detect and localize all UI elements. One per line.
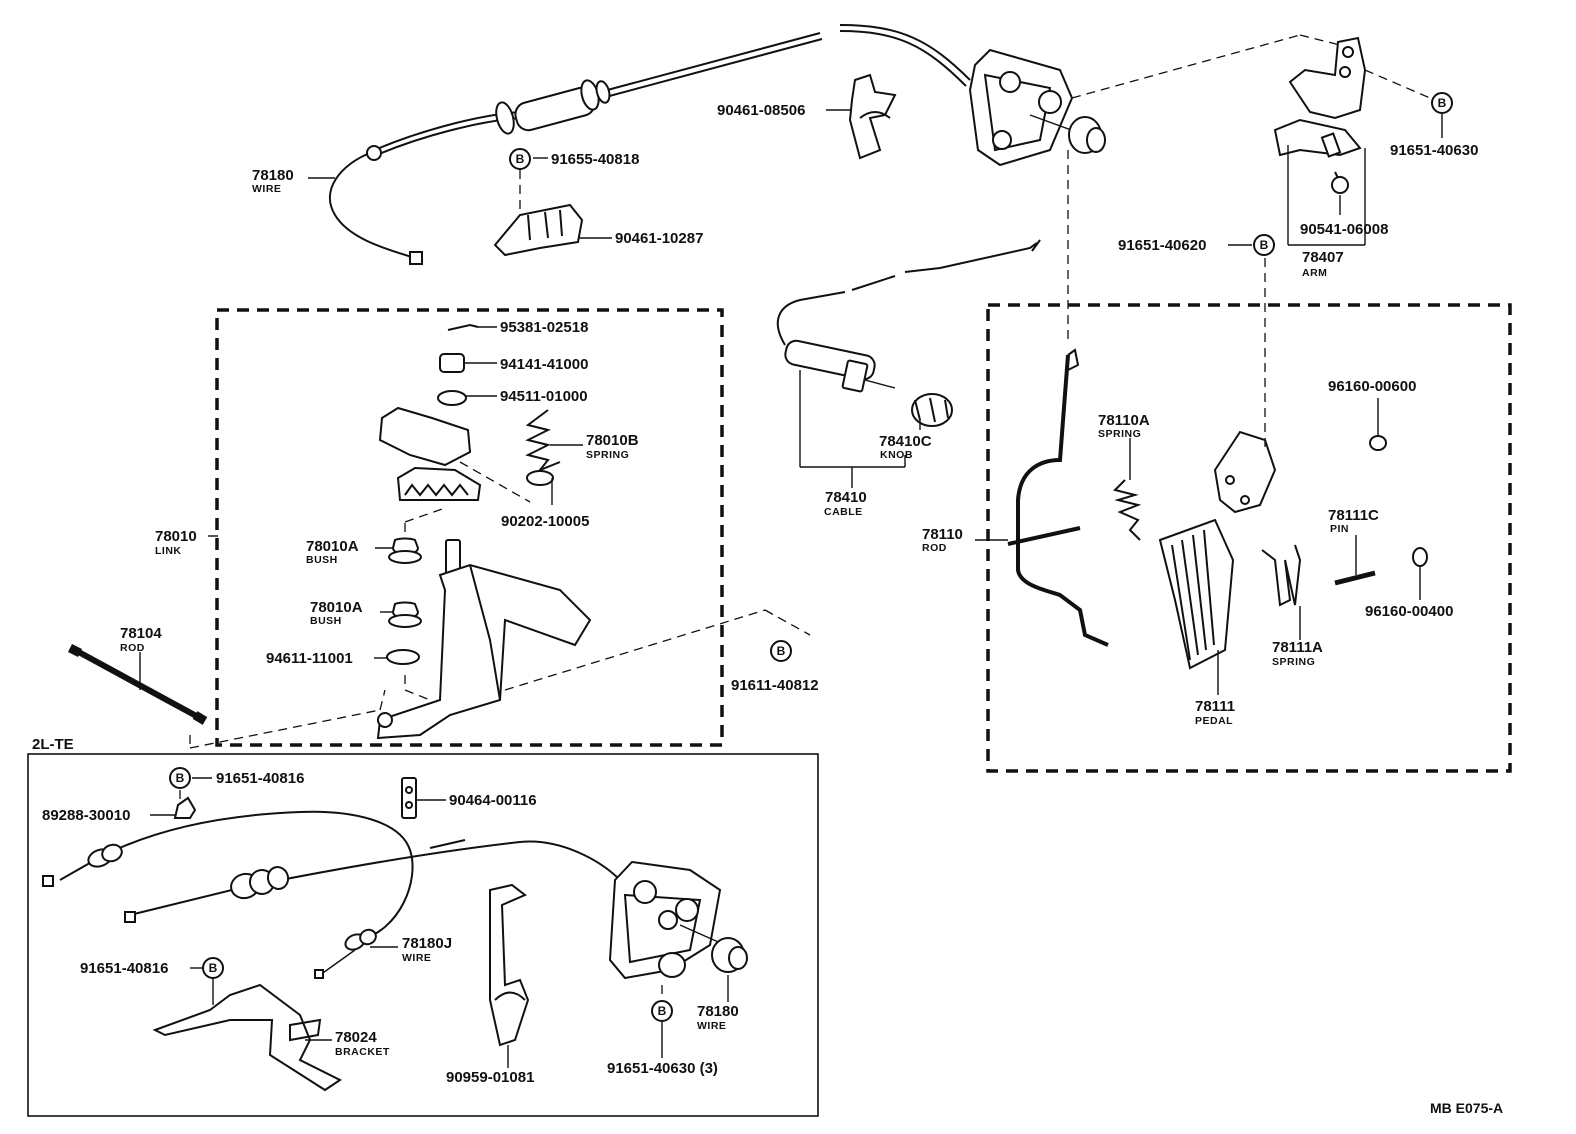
label-name: PEDAL bbox=[1195, 715, 1233, 727]
label-name: CABLE bbox=[824, 506, 863, 518]
svg-text:B: B bbox=[1438, 96, 1447, 110]
label-num: 91651-40816 bbox=[80, 960, 168, 977]
label-name: WIRE bbox=[252, 183, 281, 195]
label-num: 78010A bbox=[306, 538, 359, 555]
link-assembly-box bbox=[215, 308, 724, 747]
svg-text:B: B bbox=[209, 961, 218, 975]
pedal-assembly-parts bbox=[1007, 348, 1428, 670]
label-num: 78410C bbox=[879, 433, 932, 450]
label-num: 91655-40818 bbox=[551, 151, 639, 168]
arm-78407-shape bbox=[1273, 36, 1367, 194]
label-num: 78180 bbox=[252, 167, 294, 184]
label-num: 78407 bbox=[1302, 249, 1344, 266]
label-num: 90461-10287 bbox=[615, 230, 703, 247]
label-num: 78010 bbox=[155, 528, 197, 545]
b-marker-91655-40818: B bbox=[509, 148, 531, 170]
label-num: 94511-01000 bbox=[500, 388, 588, 405]
part-labels: 78180 WIRE 91655-40818 90461-10287 90461… bbox=[42, 102, 1478, 1086]
label-num: 78111 bbox=[1195, 698, 1235, 715]
b-marker-91651-40630-3: B bbox=[651, 1000, 673, 1022]
label-name: BUSH bbox=[306, 554, 338, 566]
label-num: 90541-06008 bbox=[1300, 221, 1388, 238]
svg-text:B: B bbox=[658, 1004, 667, 1018]
svg-text:B: B bbox=[777, 644, 786, 658]
label-num: 96160-00600 bbox=[1328, 378, 1416, 395]
label-num: 94141-41000 bbox=[500, 356, 588, 373]
label-num: 90464-00116 bbox=[449, 792, 537, 809]
rod-78104-shape bbox=[67, 643, 208, 725]
label-num: 90202-10005 bbox=[501, 513, 589, 530]
link-assembly-parts bbox=[376, 323, 592, 740]
label-num: 91651-40630 bbox=[1390, 142, 1478, 159]
label-name: ARM bbox=[1302, 267, 1327, 279]
clamp-90461-10287-shape bbox=[493, 203, 584, 257]
label-name: SPRING bbox=[1272, 656, 1315, 668]
label-num: 78010A bbox=[310, 599, 363, 616]
label-num: 95381-02518 bbox=[500, 319, 588, 336]
label-name: PIN bbox=[1330, 523, 1349, 535]
label-num: 89288-30010 bbox=[42, 807, 130, 824]
label-num: 91611-40812 bbox=[731, 677, 819, 694]
label-name: BUSH bbox=[310, 615, 342, 627]
label-num: 91651-40816 bbox=[216, 770, 304, 787]
label-name: SPRING bbox=[1098, 428, 1141, 440]
label-num: 78110 bbox=[922, 526, 963, 543]
b-marker-91611-40812: B bbox=[770, 640, 792, 662]
label-name: WIRE bbox=[402, 952, 431, 964]
label-num: 78010B bbox=[586, 432, 639, 449]
pedal-assembly-box bbox=[986, 303, 1512, 773]
accelerator-wire-78180 bbox=[329, 24, 971, 265]
clamp-90461-08506-shape bbox=[848, 73, 897, 160]
svg-text:B: B bbox=[516, 152, 525, 166]
label-num: 78111A bbox=[1272, 639, 1323, 656]
label-num: 78111C bbox=[1328, 507, 1379, 524]
reference-code: MB E075-A bbox=[1430, 1100, 1503, 1116]
label-num: 90959-01081 bbox=[446, 1069, 534, 1086]
label-name: WIRE bbox=[697, 1020, 726, 1032]
label-num: 94611-11001 bbox=[266, 650, 353, 667]
label-num: 96160-00400 bbox=[1365, 603, 1453, 620]
inset-2l-te-box bbox=[27, 753, 819, 1117]
label-name: SPRING bbox=[586, 449, 629, 461]
label-num: 78024 bbox=[335, 1029, 377, 1046]
label-name: KNOB bbox=[880, 449, 913, 461]
label-name: BRACKET bbox=[335, 1046, 390, 1058]
b-marker-91651-40620: B bbox=[1253, 234, 1275, 256]
inset-label: 2L-TE bbox=[32, 736, 74, 753]
label-num: 78104 bbox=[120, 625, 162, 642]
label-name: ROD bbox=[922, 542, 947, 554]
label-name: ROD bbox=[120, 642, 145, 654]
svg-text:B: B bbox=[176, 771, 185, 785]
throttle-bracket-top bbox=[968, 48, 1106, 167]
label-num: 91651-40620 bbox=[1118, 237, 1206, 254]
label-num: 78410 bbox=[825, 489, 867, 506]
inset-2l-te-parts bbox=[42, 777, 748, 1092]
cable-78410-shape bbox=[776, 239, 1041, 427]
label-num: 91651-40630 (3) bbox=[607, 1060, 718, 1077]
label-name: LINK bbox=[155, 545, 182, 557]
b-marker-91651-40816-b: B bbox=[202, 957, 224, 979]
b-marker-91651-40816-a: B bbox=[169, 767, 191, 789]
label-num: 90461-08506 bbox=[717, 102, 805, 119]
b-marker-91651-40630-top: B bbox=[1431, 92, 1453, 114]
svg-text:B: B bbox=[1260, 238, 1269, 252]
label-num: 78180J bbox=[402, 935, 452, 952]
label-num: 78110A bbox=[1098, 412, 1150, 429]
b-markers: B B B B B B B bbox=[169, 92, 1453, 1022]
leader-lines bbox=[139, 34, 1443, 1068]
label-num: 78180 bbox=[697, 1003, 739, 1020]
